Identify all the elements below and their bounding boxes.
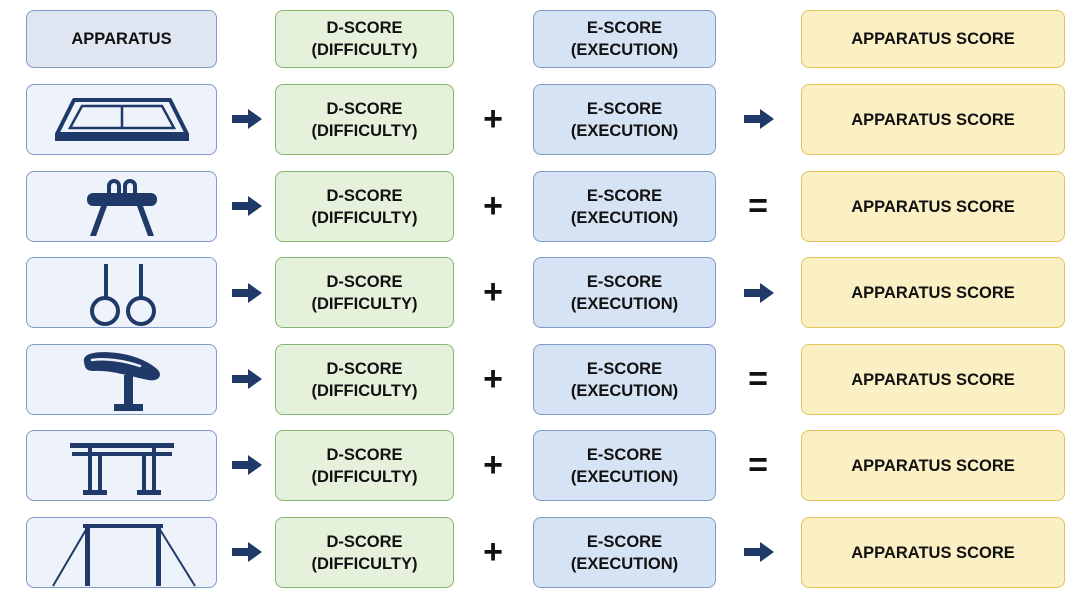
- e-score-box: E-SCORE (EXECUTION): [533, 517, 716, 588]
- apparatus-score-box: APPARATUS SCORE: [801, 430, 1065, 501]
- arrow-icon: [744, 283, 774, 303]
- apparatus-cell-vault: [26, 344, 217, 415]
- plus-sign: +: [483, 187, 503, 225]
- parallel-bars-icon: [70, 443, 174, 495]
- plus-sign: +: [483, 360, 503, 398]
- apparatus-score-box: APPARATUS SCORE: [801, 257, 1065, 328]
- pommel-horse-icon: [87, 179, 157, 236]
- apparatus-score-box: APPARATUS SCORE: [801, 84, 1065, 155]
- header-apparatus-score: APPARATUS SCORE: [801, 10, 1065, 68]
- e-score-box: E-SCORE (EXECUTION): [533, 171, 716, 242]
- apparatus-score-box: APPARATUS SCORE: [801, 517, 1065, 588]
- plus-sign: +: [483, 533, 503, 571]
- equals-sign: =: [748, 446, 768, 484]
- vault-icon: [83, 352, 160, 411]
- plus-sign: +: [483, 273, 503, 311]
- apparatus-score-box: APPARATUS SCORE: [801, 344, 1065, 415]
- plus-sign: +: [483, 446, 503, 484]
- apparatus-cell-horizontal-bar: [26, 517, 217, 588]
- plus-sign: +: [483, 100, 503, 138]
- e-score-box: E-SCORE (EXECUTION): [533, 430, 716, 501]
- d-score-box: D-SCORE (DIFFICULTY): [275, 517, 454, 588]
- e-score-box: E-SCORE (EXECUTION): [533, 257, 716, 328]
- arrow-icon: [232, 542, 262, 562]
- apparatus-cell-parallel-bars: [26, 430, 217, 501]
- apparatus-cell-floor: [26, 84, 217, 155]
- equals-sign: =: [748, 187, 768, 225]
- apparatus-cell-pommel-horse: [26, 171, 217, 242]
- d-score-box: D-SCORE (DIFFICULTY): [275, 171, 454, 242]
- arrow-icon: [744, 542, 774, 562]
- arrow-icon: [232, 283, 262, 303]
- d-score-box: D-SCORE (DIFFICULTY): [275, 430, 454, 501]
- apparatus-cell-rings: [26, 257, 217, 328]
- arrow-icon: [232, 109, 262, 129]
- equals-sign: =: [748, 360, 768, 398]
- arrow-icon: [232, 196, 262, 216]
- d-score-box: D-SCORE (DIFFICULTY): [275, 257, 454, 328]
- arrow-icon: [232, 369, 262, 389]
- floor-exercise-icon: [55, 98, 189, 141]
- d-score-box: D-SCORE (DIFFICULTY): [275, 344, 454, 415]
- header-apparatus: APPARATUS: [26, 10, 217, 68]
- arrow-icon: [232, 455, 262, 475]
- e-score-box: E-SCORE (EXECUTION): [533, 84, 716, 155]
- horizontal-bar-icon: [52, 524, 196, 587]
- e-score-box: E-SCORE (EXECUTION): [533, 344, 716, 415]
- header-d-score: D-SCORE (DIFFICULTY): [275, 10, 454, 68]
- apparatus-score-box: APPARATUS SCORE: [801, 171, 1065, 242]
- still-rings-icon: [90, 264, 156, 326]
- d-score-box: D-SCORE (DIFFICULTY): [275, 84, 454, 155]
- arrow-icon: [744, 109, 774, 129]
- header-e-score: E-SCORE (EXECUTION): [533, 10, 716, 68]
